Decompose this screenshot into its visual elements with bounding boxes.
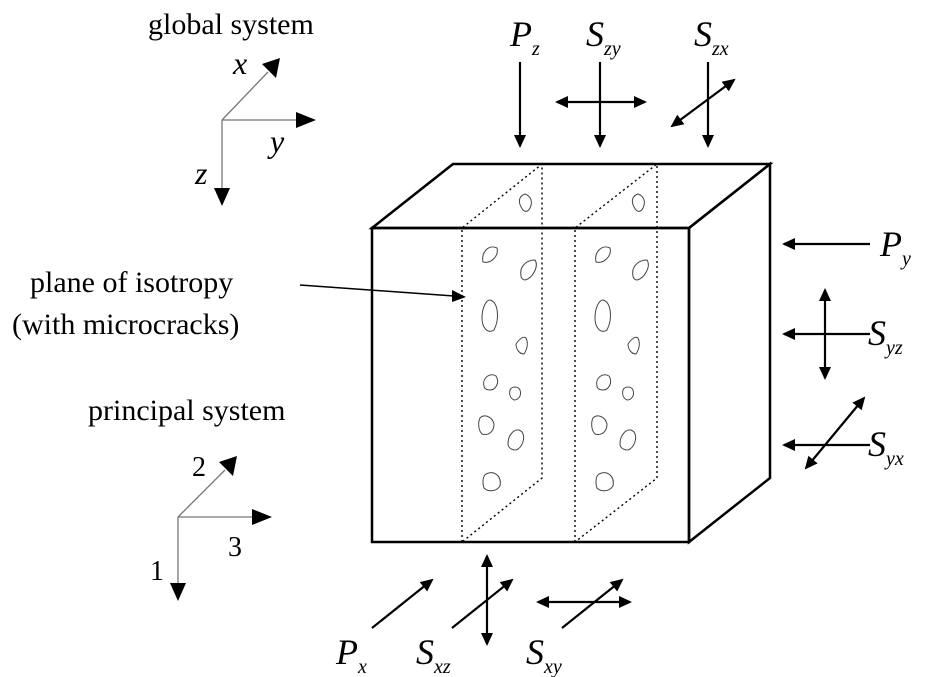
label-Szy: Szy <box>586 14 621 60</box>
principal-system-title: principal system <box>88 394 285 427</box>
load-Px <box>371 578 434 629</box>
microcrack-icon <box>619 429 637 451</box>
double-arrow-icon <box>670 78 736 128</box>
principal-2-label: 2 <box>192 452 206 483</box>
global-y-label: y <box>267 123 285 159</box>
microcrack-icon <box>507 429 525 451</box>
label-Sxy: Sxy <box>526 632 562 677</box>
microcrack-icon <box>478 415 495 435</box>
label-Py: Py <box>879 224 911 270</box>
load-Szy <box>555 62 647 148</box>
load-Sxy <box>536 578 632 629</box>
microcrack-icon <box>509 386 521 401</box>
plane-pointer <box>299 284 466 302</box>
label-Syx: Syx <box>868 424 904 470</box>
microcrack-icon <box>591 415 608 435</box>
global-axes <box>214 58 316 206</box>
microcrack-icon <box>622 386 634 401</box>
microcrack-icon <box>627 336 640 355</box>
label-Sxz: Sxz <box>416 632 451 677</box>
cube-top-face <box>368 162 774 230</box>
arrow-icon <box>451 578 514 629</box>
axis-3-arrowhead-icon <box>252 509 272 525</box>
label-Pz: Pz <box>509 14 540 60</box>
global-z-label: z <box>194 155 208 191</box>
microcrack-icon <box>515 336 528 355</box>
microcrack-icon <box>482 472 501 492</box>
microcrack-icon <box>482 246 498 263</box>
microcrack-icon <box>518 193 532 212</box>
double-arrow-icon <box>804 396 866 470</box>
label-Syz: Syz <box>868 313 903 359</box>
pointer-arrowhead-icon <box>452 290 466 302</box>
y-axis-arrowhead-icon <box>296 112 316 128</box>
microcrack-icon <box>481 299 498 332</box>
microcrack-icon <box>595 246 611 263</box>
microcrack-icon <box>596 374 612 391</box>
global-x-label: x <box>232 45 247 81</box>
load-Syx <box>782 396 870 470</box>
load-Syz <box>782 288 870 380</box>
microcrack-icon <box>594 299 611 332</box>
principal-axes <box>170 456 272 601</box>
arrow-icon <box>561 578 624 629</box>
microcrack-icon <box>520 259 537 281</box>
microcrack-icon <box>595 472 614 492</box>
load-Szx <box>670 62 736 148</box>
load-Sxz <box>451 554 514 646</box>
x-axis-arrowhead-icon <box>262 58 280 78</box>
microcrack-icon <box>483 374 499 391</box>
plane-label-line1: plane of isotropy <box>30 266 233 299</box>
cube <box>368 161 774 545</box>
microcrack-icon <box>632 259 649 281</box>
cube-side-face <box>687 161 772 545</box>
z-axis-arrowhead-icon <box>214 188 230 206</box>
microcracks-plane-2 <box>591 193 649 492</box>
isotropy-plane-2 <box>574 162 658 543</box>
principal-3-label: 3 <box>228 532 242 563</box>
plane-label-line2: (with microcracks) <box>12 308 239 341</box>
microcracks-plane-1 <box>478 193 537 492</box>
axis-1-arrowhead-icon <box>170 583 186 601</box>
isotropy-plane-1 <box>461 162 543 543</box>
global-system-title: global system <box>148 8 314 41</box>
principal-1-label: 1 <box>150 556 164 587</box>
microcrack-icon <box>631 193 645 212</box>
label-Px: Px <box>335 632 367 677</box>
label-Szx: Szx <box>694 14 729 60</box>
axis-2-arrowhead-icon <box>219 456 237 476</box>
arrow-icon <box>371 578 434 629</box>
